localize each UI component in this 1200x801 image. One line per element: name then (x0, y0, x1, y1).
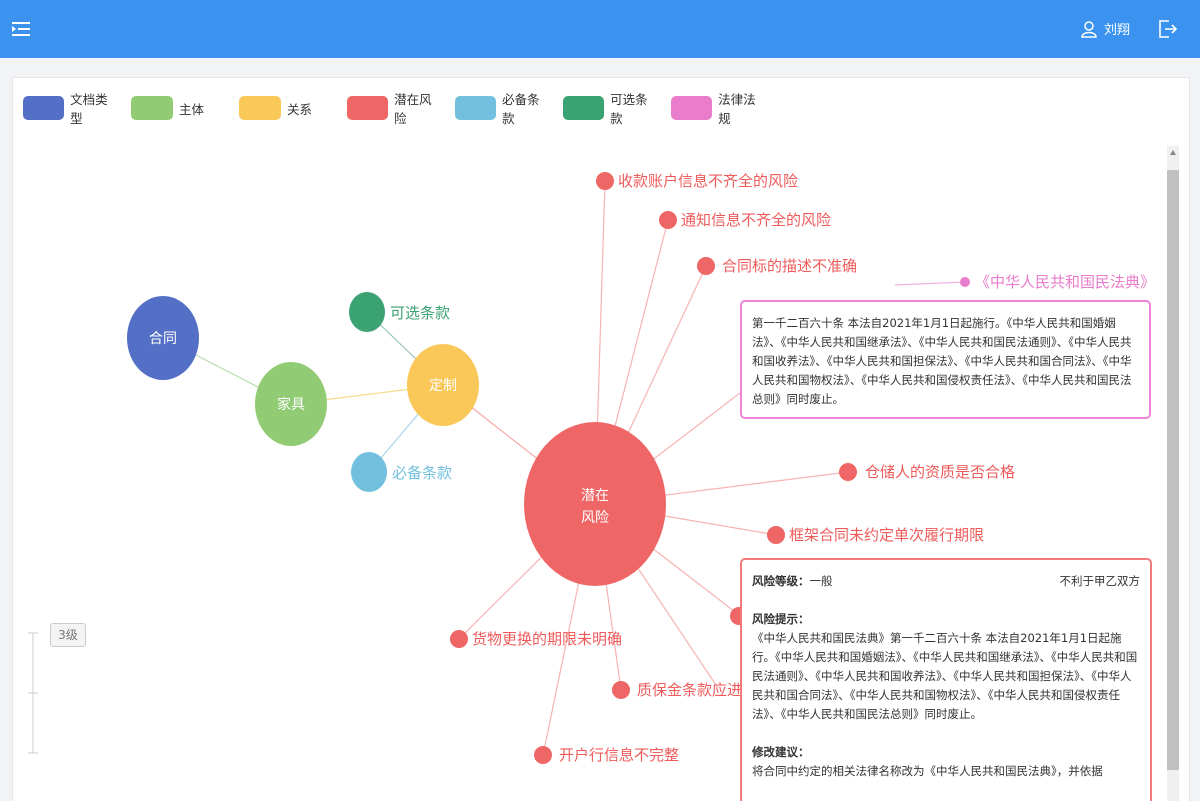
menu-icon[interactable] (10, 18, 32, 40)
level-label[interactable]: 3级 (50, 623, 86, 647)
node-label: 必备条款 (392, 464, 452, 482)
user-name: 刘翔 (1104, 23, 1131, 38)
risk-label: 开户行信息不完整 (559, 746, 679, 764)
risk-hint-text: 《中华人民共和国民法典》第一千二百六十条 本法自2021年1月1日起施行。《中华… (752, 631, 1138, 721)
risk-label: 质保金条款应进 (637, 681, 742, 699)
legend-label: 必备条款 (502, 92, 540, 126)
risk-level: 风险等级：一般 (752, 572, 833, 591)
risk-node[interactable]: 收款账户信息不齐全的风险 (596, 172, 798, 190)
level-slider[interactable]: 3级 (28, 623, 86, 763)
node-label: 合同 (149, 331, 177, 347)
knowledge-graph: 合同 家具 定制 可选条款 必备条款 潜在 风险 收款账户信息不齐全的风险 (127, 172, 1155, 764)
legend-label: 潜在风险 (394, 92, 432, 126)
risk-label: 收款账户信息不齐全的风险 (618, 172, 798, 190)
law-tooltip: 第一千二百六十条 本法自2021年1月1日起施行。《中华人民共和国婚姻法》、《中… (740, 300, 1151, 419)
legend-label: 关系 (287, 101, 313, 117)
scroll-up-icon[interactable] (1170, 150, 1176, 155)
legend-item-law[interactable]: 法律法规 (671, 89, 767, 127)
legend-item-risk[interactable]: 潜在风险 (347, 89, 443, 127)
legend-swatch (455, 96, 497, 120)
legend-item-doc-type[interactable]: 文档类型 (23, 89, 119, 127)
law-tooltip-text: 第一千二百六十条 本法自2021年1月1日起施行。《中华人民共和国婚姻法》、《中… (752, 316, 1132, 406)
user-icon (1081, 20, 1097, 38)
suggestion-label: 修改建议： (752, 745, 810, 759)
risk-node[interactable]: 通知信息不齐全的风险 (659, 211, 831, 229)
legend-swatch (671, 96, 713, 120)
node-label-line1: 潜在 (581, 488, 609, 504)
scrollbar-thumb[interactable] (1167, 170, 1179, 770)
risk-label: 仓储人的资质是否合格 (865, 463, 1015, 481)
risk-node[interactable]: 货物更换的期限未明确 (450, 630, 622, 648)
risk-label: 框架合同未约定单次履行期限 (789, 526, 984, 544)
edge (894, 281, 966, 286)
legend-item-relation[interactable]: 关系 (239, 89, 335, 127)
legend: 文档类型 主体 关系 潜在风险 必备条款 可选条款 法律法规 (23, 89, 767, 127)
node-optional-clause[interactable]: 可选条款 (349, 292, 450, 332)
risk-node[interactable]: 质保金条款应进 (612, 681, 742, 699)
risk-node[interactable]: 开户行信息不完整 (534, 746, 679, 764)
legend-item-required[interactable]: 必备条款 (455, 89, 551, 127)
legend-label: 文档类型 (70, 92, 108, 126)
node-contract[interactable]: 合同 (127, 296, 199, 380)
node-required-clause[interactable]: 必备条款 (351, 452, 452, 492)
legend-label: 主体 (179, 101, 205, 117)
level-slider-track (28, 632, 38, 754)
risk-level-row: 风险等级：一般 不利于甲乙双方 (752, 572, 1140, 591)
legend-item-subject[interactable]: 主体 (131, 89, 227, 127)
legend-label: 可选条款 (610, 92, 648, 126)
risk-node[interactable]: 框架合同未约定单次履行期限 (767, 526, 984, 544)
legend-label: 法律法规 (718, 92, 756, 126)
risk-node[interactable]: 仓储人的资质是否合格 (839, 463, 1015, 481)
risk-label: 合同标的描述不准确 (722, 257, 857, 275)
node-furniture[interactable]: 家具 (255, 362, 327, 446)
legend-swatch (563, 96, 605, 120)
legend-swatch (239, 96, 281, 120)
risk-node[interactable]: 合同标的描述不准确 (697, 257, 857, 275)
suggestion-text: 将合同中约定的相关法律名称改为《中华人民共和国民法典》，并依据 (752, 764, 1103, 778)
legend-swatch (131, 96, 173, 120)
node-custom[interactable]: 定制 (407, 344, 479, 426)
node-label: 可选条款 (390, 304, 450, 322)
logout-icon[interactable] (1156, 18, 1178, 40)
risk-hint-label: 风险提示： (752, 612, 810, 626)
risk-party: 不利于甲乙双方 (1059, 574, 1141, 588)
node-law[interactable]: 《中华人民共和国民法典》 (960, 273, 1155, 291)
risk-tooltip: 风险等级：一般 不利于甲乙双方 风险提示： 《中华人民共和国民法典》第一千二百六… (740, 558, 1152, 801)
node-risk-center[interactable]: 潜在 风险 (524, 422, 666, 586)
legend-item-optional[interactable]: 可选条款 (563, 89, 659, 127)
risk-label: 货物更换的期限未明确 (472, 630, 622, 648)
user-menu[interactable]: 刘翔 (1080, 19, 1130, 38)
node-label-line2: 风险 (581, 510, 609, 526)
risk-label: 通知信息不齐全的风险 (681, 211, 831, 229)
legend-swatch (23, 96, 65, 120)
node-label: 家具 (277, 396, 305, 413)
graph-panel: 文档类型 主体 关系 潜在风险 必备条款 可选条款 法律法规 (12, 77, 1190, 801)
node-label: 定制 (429, 378, 457, 394)
node-label: 《中华人民共和国民法典》 (975, 273, 1155, 291)
risk-level-label: 风险等级： (752, 574, 810, 588)
top-bar: 刘翔 (0, 0, 1200, 58)
legend-swatch (347, 96, 389, 120)
risk-level-value: 一般 (809, 574, 833, 588)
scrollbar[interactable] (1167, 146, 1179, 801)
